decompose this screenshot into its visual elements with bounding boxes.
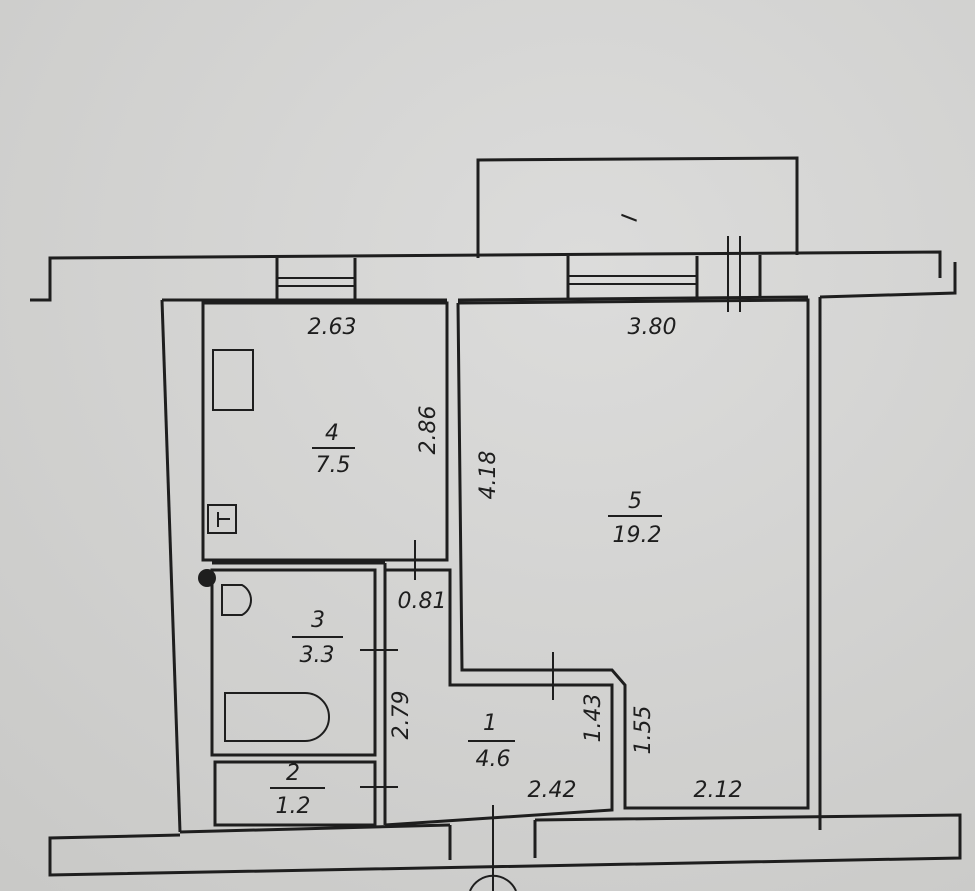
living-room-outline	[456, 298, 810, 810]
toilet-icon	[221, 584, 252, 616]
bathtub-icon	[224, 692, 330, 742]
entrance-icon	[469, 874, 517, 891]
room-1-number: 1	[483, 711, 497, 736]
dim-room-depth: 4.18	[476, 451, 501, 500]
room-3-area: 3.3	[300, 643, 335, 668]
dim-room-notch: 1.55	[631, 706, 656, 755]
hall-outline	[384, 568, 614, 827]
riser-icon	[198, 569, 216, 587]
dim-kitchen-width: 2.63	[308, 315, 357, 340]
bathroom-outline	[210, 568, 377, 757]
dim-door-width: 0.81	[398, 589, 447, 614]
kitchen-outline	[201, 301, 449, 562]
room-5-area: 19.2	[613, 523, 662, 548]
dim-room-width: 3.80	[628, 315, 677, 340]
balcony-outline	[476, 156, 799, 258]
stove-icon	[212, 349, 254, 411]
left-wall-outer	[160, 299, 182, 833]
room-4-area: 7.5	[316, 453, 351, 478]
balcony-label: I	[618, 213, 644, 224]
bottom-wall	[48, 805, 962, 891]
top-wall	[30, 236, 957, 312]
dim-kitchen-depth: 2.86	[416, 406, 441, 455]
storage-outline	[213, 760, 377, 827]
room-1-area: 4.6	[476, 747, 511, 772]
room-2-number: 2	[286, 761, 300, 786]
sink-icon	[207, 504, 237, 534]
room-4-number: 4	[325, 421, 339, 446]
room-2-area: 1.2	[276, 794, 311, 819]
room-5-number: 5	[628, 489, 642, 514]
room-3-number: 3	[311, 608, 325, 633]
dim-hall-width: 2.42	[528, 778, 577, 803]
dim-hall-depth: 1.43	[581, 694, 606, 743]
dim-room-bottom-width: 2.12	[694, 778, 743, 803]
dim-hall-length: 2.79	[389, 691, 414, 740]
